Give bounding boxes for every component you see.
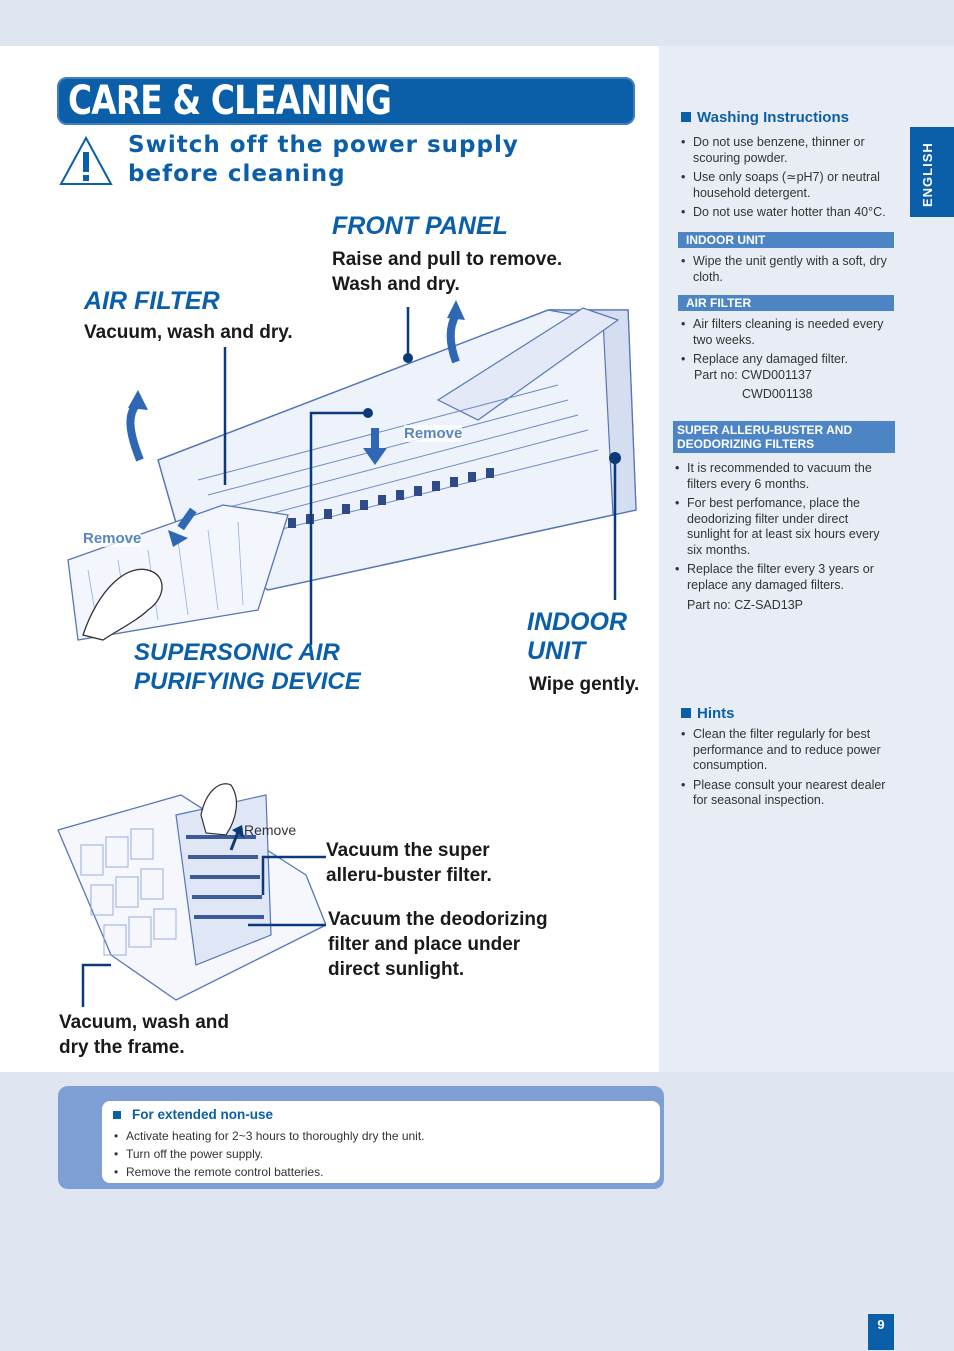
list-item: For best perfomance, place the deodorizi… xyxy=(673,496,893,558)
indoor-unit-bar: INDOOR UNIT xyxy=(678,232,894,248)
list-item: Do not use water hotter than 40°C. xyxy=(679,205,894,221)
air-filter-part-1: Part no: CWD001137 xyxy=(680,368,812,384)
remove-label-super-filter: Remove xyxy=(244,822,296,838)
extended-heading: For extended non-use xyxy=(113,1107,273,1122)
washing-list: Do not use benzene, thinner or scouring … xyxy=(679,135,894,225)
warning-icon xyxy=(58,135,114,187)
list-item: Activate heating for 2~3 hours to thorou… xyxy=(112,1127,652,1145)
super-filter-part: Part no: CZ-SAD13P xyxy=(673,598,803,614)
indoor-unit-line-2: UNIT xyxy=(527,637,627,666)
extended-list: Activate heating for 2~3 hours to thorou… xyxy=(112,1127,652,1181)
deodorizing-filter-instruction: Vacuum the deodorizing filter and place … xyxy=(328,907,548,982)
hints-heading-text: Hints xyxy=(697,705,735,722)
page-number: 9 xyxy=(868,1314,894,1350)
supersonic-line-2: PURIFYING DEVICE xyxy=(134,667,361,696)
deo-line-3: direct sunlight. xyxy=(328,957,548,982)
air-filter-bar: AIR FILTER xyxy=(678,295,894,311)
air-filter-list: Air filters cleaning is needed every two… xyxy=(679,317,894,372)
deo-line-1: Vacuum the deodorizing xyxy=(328,907,548,932)
washing-heading: Washing Instructions xyxy=(681,109,849,126)
front-panel-line-1: Raise and pull to remove. xyxy=(332,247,562,272)
super-filter-instruction: Vacuum the super alleru-buster filter. xyxy=(326,838,492,888)
indoor-unit-instruction: Wipe gently. xyxy=(529,672,639,697)
indoor-unit-line-1: INDOOR xyxy=(527,608,627,637)
list-item: Use only soaps (≃pH7) or neutral househo… xyxy=(679,170,894,201)
supersonic-line-1: SUPERSONIC AIR xyxy=(134,638,361,667)
list-item: Remove the remote control batteries. xyxy=(112,1163,652,1181)
page-title: CARE & CLEANING xyxy=(68,78,391,124)
frame-line-2: dry the frame. xyxy=(59,1035,229,1060)
list-item: Do not use benzene, thinner or scouring … xyxy=(679,135,894,166)
deo-line-2: filter and place under xyxy=(328,932,548,957)
list-item: Clean the filter regularly for best perf… xyxy=(679,727,894,774)
hints-list: Clean the filter regularly for best perf… xyxy=(679,727,894,813)
list-item: Turn off the power supply. xyxy=(112,1145,652,1163)
super-filter-list: It is recommended to vacuum the filters … xyxy=(673,461,893,597)
super-filter-line-2: alleru-buster filter. xyxy=(326,863,492,888)
square-bullet-icon xyxy=(681,708,691,718)
filter-frame-illustration xyxy=(56,775,326,1015)
square-bullet-icon xyxy=(681,112,691,122)
supersonic-heading: SUPERSONIC AIR PURIFYING DEVICE xyxy=(134,638,361,696)
power-warning: Switch off the power supply before clean… xyxy=(128,131,519,189)
front-panel-heading: FRONT PANEL xyxy=(332,212,508,241)
super-bar-line-1: SUPER ALLERU-BUSTER AND xyxy=(677,423,891,437)
indoor-unit-list: Wipe the unit gently with a soft, dry cl… xyxy=(679,254,894,289)
air-filter-part-2: CWD001138 xyxy=(728,387,813,403)
super-filter-bar: SUPER ALLERU-BUSTER AND DEODORIZING FILT… xyxy=(673,421,895,453)
list-item: Replace the filter every 3 years or repl… xyxy=(673,562,893,593)
indoor-unit-illustration xyxy=(58,290,648,650)
warning-line-1: Switch off the power supply xyxy=(128,131,519,160)
washing-heading-text: Washing Instructions xyxy=(697,109,849,126)
language-tab: ENGLISH xyxy=(910,127,954,217)
list-item: Air filters cleaning is needed every two… xyxy=(679,317,894,348)
frame-line-1: Vacuum, wash and xyxy=(59,1010,229,1035)
indoor-unit-heading: INDOOR UNIT xyxy=(527,608,627,666)
extended-heading-text: For extended non-use xyxy=(132,1107,273,1122)
remove-label-filter: Remove xyxy=(83,530,141,547)
hints-heading: Hints xyxy=(681,705,735,722)
list-item: Replace any damaged filter. xyxy=(679,352,894,368)
frame-instruction: Vacuum, wash and dry the frame. xyxy=(59,1010,229,1060)
remove-label-panel: Remove xyxy=(404,425,462,442)
list-item: Please consult your nearest dealer for s… xyxy=(679,778,894,809)
super-bar-line-2: DEODORIZING FILTERS xyxy=(677,437,891,451)
language-tab-label: ENGLISH xyxy=(920,142,935,207)
square-bullet-icon xyxy=(113,1111,121,1119)
warning-line-2: before cleaning xyxy=(128,160,519,189)
super-filter-line-1: Vacuum the super xyxy=(326,838,492,863)
list-item: Wipe the unit gently with a soft, dry cl… xyxy=(679,254,894,285)
list-item: It is recommended to vacuum the filters … xyxy=(673,461,893,492)
